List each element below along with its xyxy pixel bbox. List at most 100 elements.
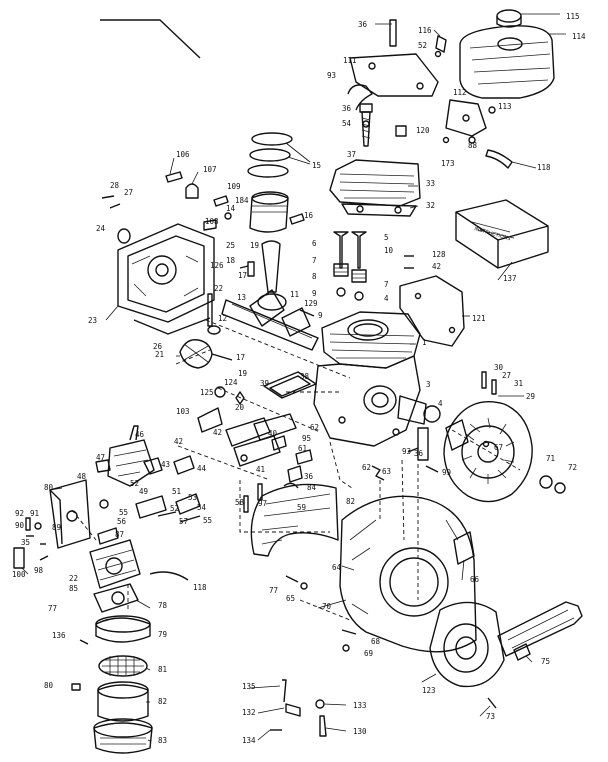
callout-53: 53 (188, 493, 197, 502)
breather-parts (214, 371, 317, 405)
callout-72: 72 (568, 463, 577, 472)
callout-27: 27 (502, 371, 511, 380)
callout-93: 93 (402, 447, 411, 456)
governor-parts (165, 171, 232, 231)
callout-116: 116 (418, 26, 432, 35)
screw-67 (482, 440, 490, 448)
callout-58: 58 (235, 498, 245, 507)
callout-29: 29 (526, 392, 535, 401)
callout-22: 22 (69, 574, 78, 583)
callout-71: 71 (546, 454, 555, 463)
callout-49: 49 (139, 487, 148, 496)
screw-65 (300, 582, 308, 590)
callout-93: 93 (327, 71, 336, 80)
callout-80: 80 (44, 483, 54, 492)
callout-126: 126 (210, 261, 224, 270)
callout-59: 59 (297, 503, 306, 512)
gasket-87 (97, 527, 119, 545)
callout-19: 19 (250, 241, 259, 250)
callout-48: 48 (77, 472, 87, 481)
callout-23: 23 (88, 316, 97, 325)
callout-1: 1 (422, 338, 427, 347)
spark-plug-stack (359, 103, 450, 147)
callout-95: 95 (302, 434, 311, 443)
callout-18: 18 (226, 256, 236, 265)
screw-73 (487, 697, 497, 709)
screen-66 (453, 531, 475, 565)
callout-4: 4 (384, 294, 389, 303)
air-shield (399, 275, 470, 347)
callout-40: 40 (268, 429, 278, 438)
callout-82: 82 (346, 497, 355, 506)
fuel-bracket (347, 19, 447, 111)
callout-128: 128 (432, 250, 446, 259)
callout-103: 103 (176, 407, 190, 416)
callout-10: 10 (384, 246, 394, 255)
callout-7: 7 (384, 280, 389, 289)
callout-82: 82 (158, 697, 167, 706)
connecting-rod (239, 240, 287, 311)
callout-24: 24 (96, 224, 106, 233)
callout-12: 12 (218, 314, 227, 323)
callout-36: 36 (358, 20, 368, 29)
carburetor-body (89, 539, 141, 613)
callout-132: 132 (242, 708, 256, 717)
crankcase-block (313, 311, 427, 447)
callout-81: 81 (158, 665, 167, 674)
callout-35: 35 (21, 538, 30, 547)
callout-80: 80 (44, 681, 54, 690)
callout-15: 15 (312, 161, 321, 170)
flywheel (423, 371, 533, 503)
callout-42: 42 (432, 262, 441, 271)
callout-62: 62 (362, 463, 371, 472)
blower-housing (339, 495, 477, 653)
callout-6: 6 (312, 239, 317, 248)
callout-135: 135 (242, 682, 256, 691)
callout-21: 21 (155, 350, 164, 359)
callout-7: 7 (312, 256, 317, 265)
callout-4: 4 (438, 399, 443, 408)
crankshaft (179, 289, 319, 369)
callout-114: 114 (572, 32, 586, 41)
callout-20: 20 (235, 403, 245, 412)
callout-55: 55 (203, 516, 212, 525)
callout-112: 112 (453, 88, 467, 97)
callout-54: 54 (342, 119, 352, 128)
callout-66: 66 (470, 575, 480, 584)
callout-100: 100 (12, 570, 26, 579)
callout-75: 75 (541, 657, 550, 666)
callout-3: 3 (426, 380, 431, 389)
callout-25: 25 (226, 241, 235, 250)
callout-121: 121 (472, 314, 486, 323)
callout-91: 91 (30, 509, 39, 518)
callout-37: 37 (347, 150, 356, 159)
callout-31: 31 (514, 379, 523, 388)
callout-27: 27 (124, 188, 133, 197)
callout-43: 43 (161, 460, 170, 469)
ignition-parts (407, 427, 439, 473)
bottom-small-parts (270, 679, 327, 737)
callout-26: 26 (153, 342, 163, 351)
screw-77 (285, 575, 299, 583)
callout-92: 92 (15, 509, 24, 518)
callout-89: 89 (52, 523, 61, 532)
callout-84: 84 (307, 483, 317, 492)
callout-36: 36 (304, 472, 314, 481)
screw-136 (79, 639, 89, 645)
air-cleaner-stack (93, 615, 153, 754)
callout-47: 47 (96, 453, 105, 462)
small-fasteners-left (101, 195, 131, 244)
callout-52: 52 (170, 504, 179, 513)
callout-73: 73 (486, 712, 495, 721)
callout-125: 125 (200, 388, 214, 397)
callout-85: 85 (69, 584, 78, 593)
callout-36: 36 (414, 449, 424, 458)
callout-17: 17 (238, 271, 247, 280)
fuel-line-118 (149, 571, 189, 581)
callout-19: 19 (238, 369, 247, 378)
callout-124: 124 (224, 378, 238, 387)
callout-77: 77 (48, 604, 57, 613)
callout-130: 130 (353, 727, 367, 736)
callout-70: 70 (322, 602, 332, 611)
screw-69 (342, 644, 350, 652)
